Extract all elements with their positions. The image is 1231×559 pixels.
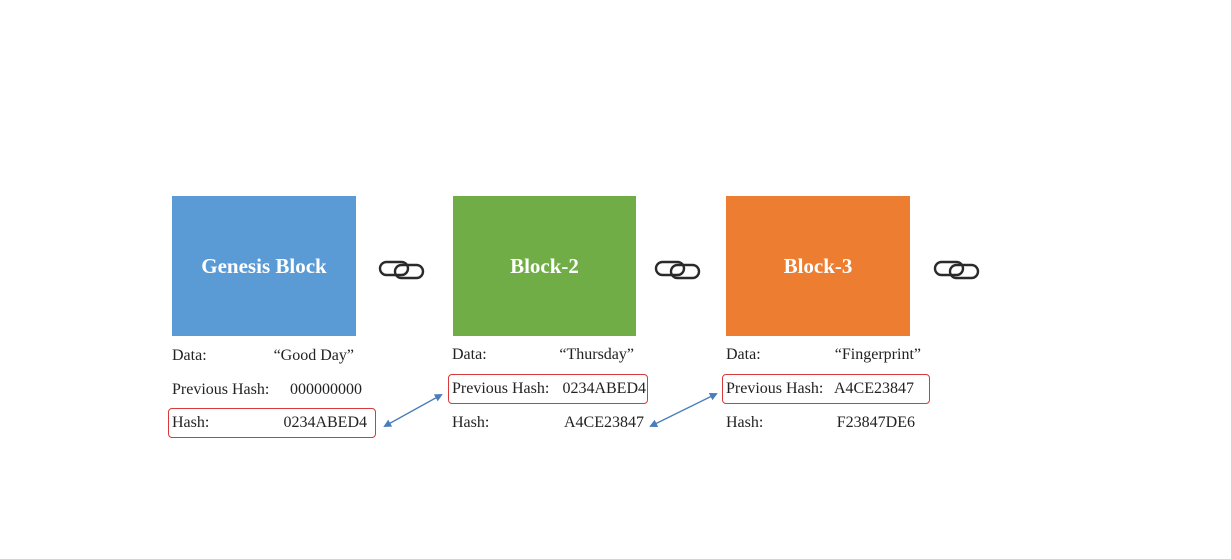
data-row: Data: “Fingerprint”	[726, 343, 921, 367]
previous-hash-highlight-box	[448, 374, 648, 404]
chain-link-icon	[933, 260, 980, 280]
double-arrow	[383, 394, 443, 427]
previous-hash-label: Previous Hash:	[452, 380, 550, 397]
previous-hash-label: Previous Hash:	[172, 381, 270, 398]
data-value: “Fingerprint”	[834, 346, 921, 363]
data-value: “Thursday”	[559, 346, 634, 363]
hash-row: Hash: A4CE23847	[452, 411, 644, 435]
chain-link-icon	[378, 260, 425, 280]
block-title: Block-2	[510, 253, 579, 278]
hash-value: F23847DE6	[836, 414, 915, 431]
block-2: Block-2	[453, 196, 636, 336]
previous-hash-row: Previous Hash: A4CE23847	[726, 377, 914, 401]
hash-row: Hash: F23847DE6	[726, 411, 915, 435]
previous-hash-highlight-box	[722, 374, 930, 404]
hash-label: Hash:	[452, 414, 490, 431]
previous-hash-label: Previous Hash:	[726, 380, 824, 397]
hash-label: Hash:	[726, 414, 764, 431]
block-3: Block-3	[726, 196, 910, 336]
data-row: Data: “Good Day”	[172, 344, 354, 368]
data-label: Data:	[172, 347, 207, 364]
data-label: Data:	[452, 346, 487, 363]
data-row: Data: “Thursday”	[452, 343, 634, 367]
data-value: “Good Day”	[273, 347, 354, 364]
data-label: Data:	[726, 346, 761, 363]
hash-value: 0234ABED4	[283, 414, 367, 431]
previous-hash-value: A4CE23847	[834, 380, 914, 397]
block-title: Genesis Block	[201, 253, 327, 278]
hash-highlight-box	[168, 408, 376, 438]
genesis-block: Genesis Block	[172, 196, 356, 336]
previous-hash-row: Previous Hash: 0234ABED4	[452, 377, 646, 401]
previous-hash-value: 000000000	[290, 381, 362, 398]
hash-row: Hash: 0234ABED4	[172, 411, 367, 435]
hash-value: A4CE23847	[564, 414, 644, 431]
double-arrow	[649, 393, 718, 427]
block-title: Block-3	[783, 253, 853, 278]
previous-hash-value: 0234ABED4	[562, 380, 646, 397]
chain-link-icon	[654, 260, 701, 280]
previous-hash-row: Previous Hash: 000000000	[172, 378, 362, 402]
hash-label: Hash:	[172, 414, 210, 431]
